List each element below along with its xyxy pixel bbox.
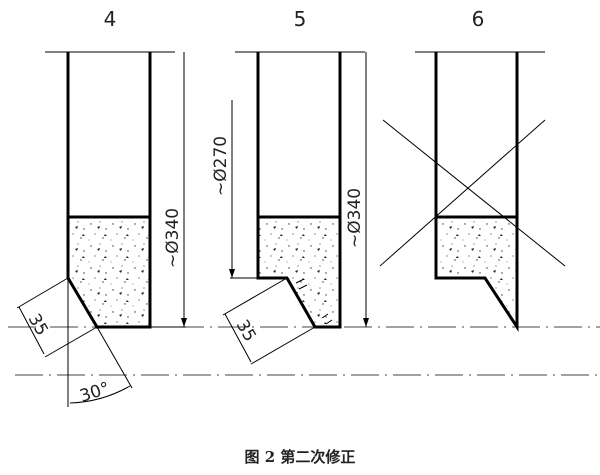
extension-line xyxy=(44,326,98,358)
extension-line xyxy=(222,277,288,316)
cross-out-line xyxy=(382,119,566,267)
panel-5: 5 ~Ø270 ~Ø340 35 xyxy=(211,7,369,365)
panel-number: 4 xyxy=(104,7,117,31)
panel-number: 5 xyxy=(294,7,307,31)
outline xyxy=(256,52,342,329)
extension-line xyxy=(16,277,69,309)
diameter-label: ~Ø340 xyxy=(163,208,183,268)
refractory-fill xyxy=(258,217,340,327)
diameter-label: ~Ø340 xyxy=(345,188,365,248)
figure-caption: 图 2 第二次修正 xyxy=(245,448,356,466)
panel-number: 6 xyxy=(472,7,485,31)
extension-line xyxy=(250,326,316,365)
refractory-fill xyxy=(68,217,150,327)
cross-out-line xyxy=(379,119,546,267)
panel-6: 6 xyxy=(379,7,566,333)
angle-arc xyxy=(69,385,131,404)
angle-label: 30° xyxy=(77,378,112,406)
arrow-icon xyxy=(363,318,369,327)
weld-marks xyxy=(295,278,333,325)
refractory-fill xyxy=(436,217,517,327)
extension-line xyxy=(96,326,133,389)
chamfer-label: 35 xyxy=(24,311,52,340)
chamfer-dimension-line xyxy=(18,306,45,355)
arrow-icon xyxy=(181,318,187,327)
inner-diameter-label: ~Ø270 xyxy=(211,136,231,196)
panel-4: 4 ~Ø340 35 30° xyxy=(16,7,187,407)
arrow-icon xyxy=(229,269,235,278)
chamfer-label: 35 xyxy=(232,317,260,346)
chamfer-dimension-line xyxy=(224,313,252,363)
